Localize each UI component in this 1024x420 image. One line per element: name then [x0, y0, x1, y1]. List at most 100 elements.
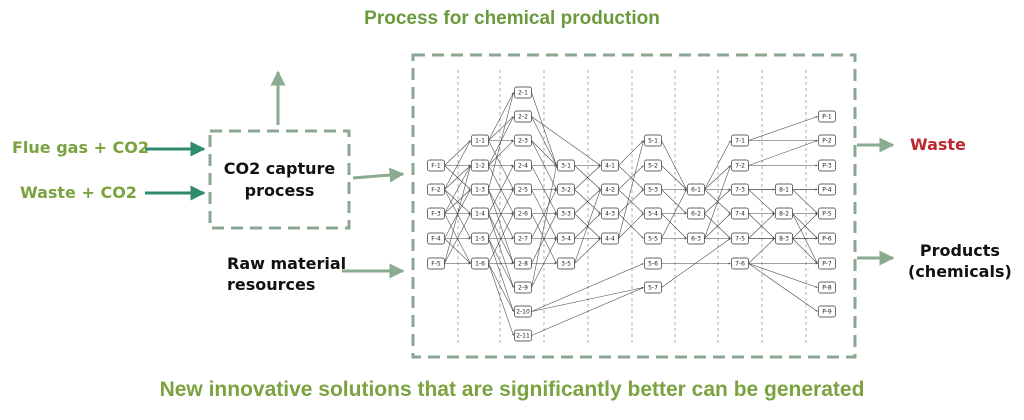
process-node-label: 1-6 — [475, 261, 485, 268]
process-node: 7-4 — [731, 207, 749, 220]
network-edge — [488, 140, 514, 190]
process-node-box — [818, 110, 836, 123]
process-node: 4-1 — [601, 159, 619, 172]
process-node-box — [557, 183, 575, 196]
capture-box-border — [208, 129, 351, 230]
process-node-box — [601, 232, 619, 245]
network-edge — [618, 213, 644, 239]
process-node: P-5 — [818, 207, 836, 220]
process-node: P-7 — [818, 257, 836, 270]
network-edge — [661, 140, 687, 190]
process-node-label: P-3 — [822, 163, 832, 170]
process-node-label: 4-2 — [605, 187, 615, 194]
process-node-box — [427, 183, 445, 196]
process-node-label: 4-3 — [605, 211, 615, 218]
process-node: 4-4 — [601, 232, 619, 245]
process-node: 2-1 — [514, 86, 532, 99]
process-node-box — [601, 159, 619, 172]
process-node-label: F-2 — [431, 187, 441, 194]
process-node-label: 7-2 — [735, 163, 745, 170]
process-node: 7-2 — [731, 159, 749, 172]
process-node-label: 3-1 — [561, 163, 571, 170]
process-node-box — [471, 207, 489, 220]
network-edge — [488, 189, 514, 264]
process-node-label: 2-1 — [518, 90, 528, 97]
process-node-label: 5-4 — [648, 211, 658, 218]
network-edge — [661, 213, 687, 239]
process-box-border — [411, 53, 857, 359]
network-edge — [704, 213, 731, 239]
process-node-label: 1-4 — [475, 211, 485, 218]
process-node-label: 7-3 — [735, 187, 745, 194]
process-node: P-2 — [818, 134, 836, 147]
capture-process-box: CO2 capture process — [223, 158, 336, 200]
process-node: 2-10 — [514, 305, 532, 318]
process-node-box — [818, 232, 836, 245]
bottom-caption: New innovative solutions that are signif… — [159, 378, 865, 401]
process-node-box — [687, 232, 705, 245]
process-node-box — [514, 134, 532, 147]
process-node-label: 2-2 — [518, 114, 528, 121]
network-edge — [531, 189, 557, 239]
process-node-box — [427, 159, 445, 172]
products-output-label: Products (chemicals) — [908, 241, 1012, 281]
process-node-label: 2-10 — [516, 309, 530, 316]
network-edge — [748, 263, 818, 288]
process-node-label: 2-5 — [518, 187, 528, 194]
process-node: P-1 — [818, 110, 836, 123]
process-node-label: 4-4 — [605, 236, 615, 243]
process-node: 3-3 — [557, 207, 575, 220]
network-edge — [704, 140, 731, 190]
network-edge — [661, 238, 731, 288]
network-edge — [661, 165, 687, 190]
network-edge — [488, 92, 515, 190]
network-edge — [488, 189, 514, 239]
process-node: 1-3 — [471, 183, 489, 196]
process-node-box — [471, 232, 489, 245]
network-edge — [488, 238, 514, 288]
network-edge — [488, 165, 514, 214]
network-edge — [618, 140, 644, 166]
network-edge — [531, 238, 557, 288]
process-node-box — [427, 257, 445, 270]
process-node: F-5 — [427, 257, 445, 270]
process-node-box — [557, 207, 575, 220]
process-node-box — [557, 257, 575, 270]
process-node-box — [818, 134, 836, 147]
process-node: 5-4 — [644, 207, 662, 220]
process-node: 1-4 — [471, 207, 489, 220]
process-node-box — [514, 86, 532, 99]
process-node-box — [601, 207, 619, 220]
network-edge — [748, 238, 775, 264]
process-node: 5-2 — [644, 159, 662, 172]
raw-material-label: Raw material resources — [227, 254, 347, 294]
process-node-box — [687, 183, 705, 196]
process-node-label: P-4 — [822, 187, 832, 194]
process-node-label: F-5 — [431, 261, 441, 268]
process-node-box — [601, 183, 619, 196]
process-node-label: 3-2 — [561, 187, 571, 194]
network-edge — [748, 213, 775, 239]
network-edge — [792, 213, 818, 239]
network-edge — [704, 165, 731, 190]
process-node-label: 1-5 — [475, 236, 485, 243]
process-node-label: 8-3 — [779, 236, 789, 243]
process-node-label: 3-3 — [561, 211, 571, 218]
process-node: 5-6 — [644, 257, 662, 270]
process-node: P-4 — [818, 183, 836, 196]
process-node: F-2 — [427, 183, 445, 196]
process-node-label: P-8 — [822, 285, 832, 292]
process-node-label: 1-1 — [475, 138, 485, 145]
process-node-box — [818, 207, 836, 220]
process-node: 5-5 — [644, 232, 662, 245]
network-edge — [574, 165, 601, 190]
process-node: 7-3 — [731, 183, 749, 196]
network-edge — [661, 189, 687, 214]
process-node-box — [514, 159, 532, 172]
process-node-label: P-6 — [822, 236, 832, 243]
network-edge — [488, 238, 514, 312]
process-node-label: 5-6 — [648, 261, 658, 268]
process-node: 7-1 — [731, 134, 749, 147]
process-node-label: 6-2 — [691, 211, 701, 218]
process-node-label: 7-6 — [735, 261, 745, 268]
